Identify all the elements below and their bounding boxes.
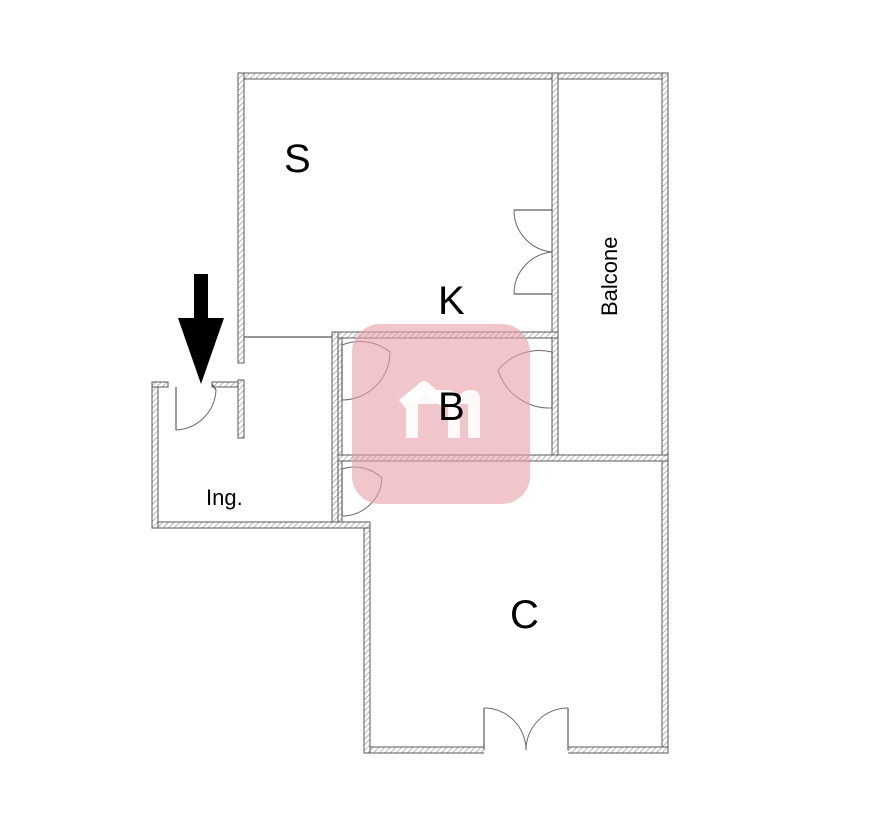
door-bedroom-french xyxy=(483,707,569,755)
door-balcony xyxy=(513,209,553,295)
logo-watermark xyxy=(352,324,530,504)
room-label-balcone: Balcone xyxy=(597,236,622,316)
room-label-k: K xyxy=(438,279,465,323)
room-label-c: C xyxy=(510,593,539,637)
room-label-b: B xyxy=(438,385,465,429)
room-label-ingresso: Ing. xyxy=(206,485,243,510)
doors xyxy=(175,209,569,755)
room-label-s: S xyxy=(284,137,311,181)
door-entrance xyxy=(175,383,217,431)
entrance-arrow-icon xyxy=(178,274,224,384)
